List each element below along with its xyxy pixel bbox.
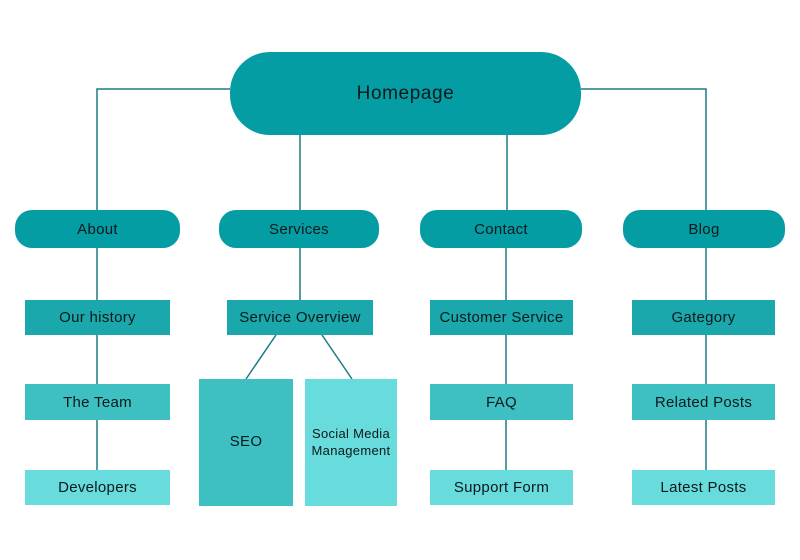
connector-line-overview-socialmedia <box>321 334 353 380</box>
node-social-media-management: Social Media Management <box>305 379 397 506</box>
node-support-form: Support Form <box>430 470 573 505</box>
node-contact: Contact <box>420 210 582 248</box>
node-blog: Blog <box>623 210 785 248</box>
node-latest-posts: Latest Posts <box>632 470 775 505</box>
node-service-overview: Service Overview <box>227 300 373 335</box>
node-homepage: Homepage <box>230 52 581 135</box>
node-faq: FAQ <box>430 384 573 420</box>
node-the-team: The Team <box>25 384 170 420</box>
connector-line-homepage-about <box>96 88 230 210</box>
node-related-posts: Related Posts <box>632 384 775 420</box>
connector-line-overview-seo <box>245 334 277 380</box>
node-gategory: Gategory <box>632 300 775 335</box>
connector-line-homepage-blog <box>581 88 707 210</box>
node-about: About <box>15 210 180 248</box>
node-developers: Developers <box>25 470 170 505</box>
node-seo: SEO <box>199 379 293 506</box>
node-services: Services <box>219 210 379 248</box>
node-customer-service: Customer Service <box>430 300 573 335</box>
node-our-history: Our history <box>25 300 170 335</box>
